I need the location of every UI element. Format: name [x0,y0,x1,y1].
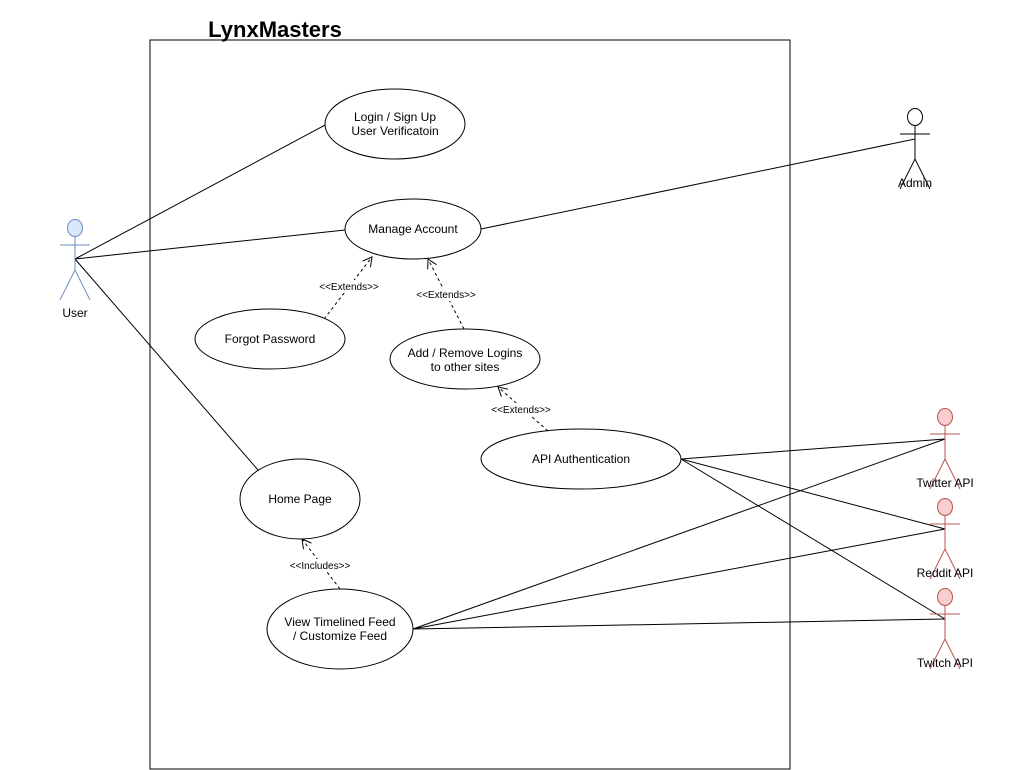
use-case-api-authentication[interactable]: API Authentication [480,428,682,490]
actor-reddit-api-label: Reddit API [917,566,974,580]
actor-admin-label: Admin [898,176,932,190]
actor-reddit-api-head [937,498,953,516]
use-case-home-page-label: Home Page [268,492,332,506]
use-case-manage-account-label: Manage Account [368,222,458,236]
assoc-user-home [74,258,259,471]
use-case-manage-account[interactable]: Manage Account [344,198,482,260]
actor-user-label: User [62,306,87,320]
actor-user-head [67,219,83,237]
actor-twitter-api-left-leg [929,458,946,490]
use-case-view-feed-line2: / Customize Feed [293,629,387,643]
use-case-login-line2: User Verificatoin [351,124,438,138]
assoc-api-twitch [680,458,946,620]
use-case-home-page[interactable]: Home Page [239,458,361,540]
dep-addlogins-manage [427,258,465,330]
actor-user[interactable] [59,219,91,301]
assoc-feed-twitter [412,438,946,630]
actor-reddit-api[interactable] [929,498,961,580]
dep-api-addlogins [497,386,549,432]
relation-labels: <<Extends>> <<Extends>> <<Extends>> <<In… [285,280,556,572]
label-feed-includes: <<Includes>> [290,561,351,572]
actor-twitch-api[interactable] [929,588,961,670]
use-case-add-remove-logins-line2: to other sites [431,360,500,374]
use-case-add-remove-logins-line1: Add / Remove Logins [408,346,523,360]
assoc-user-login [74,123,328,260]
assoc-admin-manage [480,138,916,230]
assoc-user-manage [74,229,346,260]
actor-twitter-api-head [937,408,953,426]
actor-admin-head [907,108,923,126]
use-case-api-authentication-label: API Authentication [532,452,630,466]
assoc-api-twitter [680,438,946,460]
actor-reddit-api-right-leg [944,548,961,580]
label-forgot-extends: <<Extends>> [319,282,379,293]
label-api-extends: <<Extends>> [491,405,551,416]
use-case-add-remove-logins[interactable]: Add / Remove Logins to other sites [389,328,541,390]
use-case-view-feed[interactable]: View Timelined Feed / Customize Feed [266,588,414,670]
actor-admin-right-leg [914,158,931,190]
use-case-forgot-password-label: Forgot Password [225,332,316,346]
actor-admin[interactable] [899,108,931,190]
actor-admin-left-leg [899,158,916,190]
use-case-forgot-password[interactable]: Forgot Password [194,308,346,370]
actor-twitter-api[interactable] [929,408,961,490]
actor-user-left-leg [59,269,76,301]
actor-twitter-api-right-leg [944,458,961,490]
actor-twitch-api-head [937,588,953,606]
dep-forgot-manage [323,256,373,320]
use-case-login[interactable]: Login / Sign Up User Verificatoin [324,88,466,160]
use-case-login-line1: Login / Sign Up [354,110,436,124]
actor-twitch-api-left-leg [929,638,946,670]
assoc-api-reddit [680,458,946,530]
actor-user-right-leg [74,269,91,301]
system-boundary [149,39,791,770]
assoc-feed-reddit [412,528,946,630]
use-case-view-feed-line1: View Timelined Feed [284,615,395,629]
assoc-feed-twitch [412,618,946,630]
system-title: LynxMasters [208,17,342,42]
label-addlogins-extends: <<Extends>> [416,290,476,301]
actor-twitter-api-label: Twitter API [916,476,973,490]
associations [74,123,946,630]
actor-twitch-api-label: Twitch API [917,656,973,670]
actor-reddit-api-left-leg [929,548,946,580]
actor-twitch-api-right-leg [944,638,961,670]
